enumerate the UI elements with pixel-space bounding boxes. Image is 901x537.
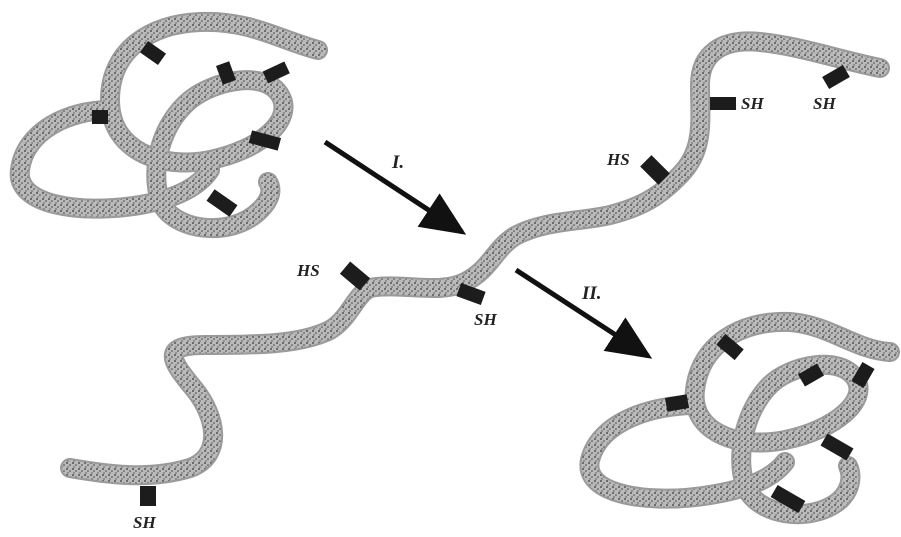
sh-label: SH [474, 310, 497, 329]
sh-label: SH [741, 94, 764, 113]
disulfide-bond [92, 110, 108, 124]
step-label-2: II. [581, 283, 602, 304]
unfolded-protein-chain: SH HS SH HS SH SH [70, 41, 880, 532]
cysteine-block [710, 97, 736, 110]
disulfide-bond [207, 189, 238, 217]
folded-protein-native-left [20, 22, 318, 228]
arrow-step-1: I. [325, 142, 462, 232]
hs-label: HS [606, 150, 630, 169]
hs-label: HS [296, 261, 320, 280]
refolded-protein-right [589, 322, 890, 514]
step-label-1: I. [391, 152, 404, 173]
arrow-step-2: II. [516, 270, 648, 356]
sh-label: SH [813, 94, 836, 113]
sh-label: SH [133, 513, 156, 532]
cysteine-block [140, 486, 156, 506]
disulfide-bond [821, 433, 854, 460]
